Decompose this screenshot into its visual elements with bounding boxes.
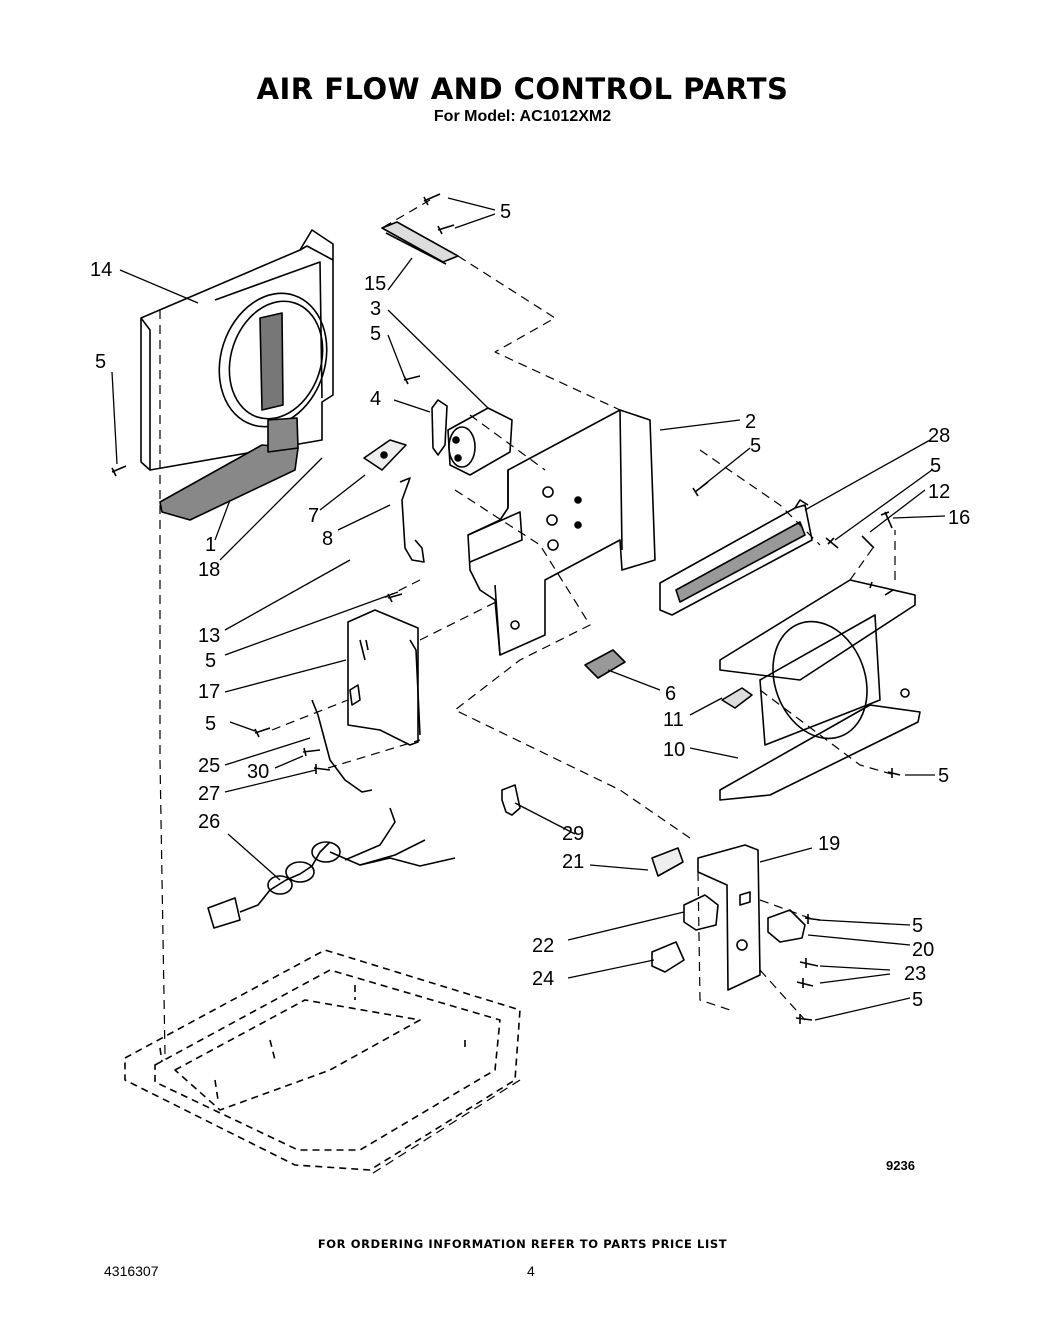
control-frame-part-2 — [467, 409, 656, 656]
callout-5: 5 — [930, 455, 941, 477]
callout-30: 30 — [247, 761, 269, 783]
callout-2: 2 — [745, 411, 756, 433]
strap-part-4 — [431, 399, 448, 456]
callout-5: 5 — [500, 201, 511, 223]
switch-part-24 — [651, 941, 685, 973]
bracket-part-17 — [347, 609, 421, 746]
bracket-part-15 — [381, 221, 459, 265]
callout-5: 5 — [205, 650, 216, 672]
callout-5: 5 — [938, 765, 949, 787]
callout-4: 4 — [370, 388, 381, 410]
callout-18: 18 — [198, 559, 220, 581]
callout-14: 14 — [90, 259, 112, 281]
callout-26: 26 — [198, 811, 220, 833]
callout-5: 5 — [370, 323, 381, 345]
callout-5: 5 — [750, 435, 761, 457]
ordering-note: FOR ORDERING INFORMATION REFER TO PARTS … — [317, 1237, 728, 1251]
callout-12: 12 — [928, 481, 950, 503]
callout-labels: 5 14 15 3 5 5 4 2 5 28 5 12 16 7 8 1 18 … — [90, 201, 970, 1011]
callout-10: 10 — [663, 739, 685, 761]
callout-8: 8 — [322, 528, 333, 550]
clip-part-29 — [501, 784, 521, 816]
callout-22: 22 — [532, 935, 554, 957]
callout-21: 21 — [562, 851, 584, 873]
callout-11: 11 — [663, 709, 684, 731]
callout-28: 28 — [928, 425, 950, 447]
wire-part-25 — [311, 699, 373, 793]
callout-20: 20 — [912, 939, 934, 961]
callout-16: 16 — [948, 507, 970, 529]
callout-13: 13 — [198, 625, 220, 647]
page-title: AIR FLOW AND CONTROL PARTS — [256, 72, 789, 106]
callout-7: 7 — [308, 505, 319, 527]
callout-15: 15 — [364, 273, 386, 295]
callout-17: 17 — [198, 681, 220, 703]
capacitor-part-3 — [447, 407, 513, 476]
thermostat-part-20 — [767, 909, 806, 943]
callout-3: 3 — [370, 298, 381, 320]
callout-27: 27 — [198, 783, 220, 805]
leader-arrows — [111, 197, 946, 1021]
callout-5: 5 — [95, 351, 106, 373]
base-pan-dashed — [124, 949, 521, 1171]
shroud-part-14 — [140, 229, 334, 471]
callout-24: 24 — [532, 968, 554, 990]
callout-5: 5 — [912, 915, 923, 937]
drawing-number: 9236 — [886, 1158, 915, 1173]
switch-part-22 — [683, 894, 719, 931]
callout-29: 29 — [562, 823, 584, 845]
fasteners — [111, 193, 901, 1024]
clip-part-11 — [721, 687, 753, 709]
terminal-part-21 — [651, 847, 684, 877]
screen-part-6 — [584, 649, 626, 679]
callout-6: 6 — [665, 683, 676, 705]
callout-5: 5 — [205, 713, 216, 735]
filter-part-1 — [159, 417, 299, 521]
fan-housing-part-10 — [719, 579, 921, 801]
control-panel-part-19 — [697, 844, 761, 991]
grille-part-28 — [659, 499, 813, 616]
callout-5: 5 — [912, 989, 923, 1011]
wire-part-8 — [399, 477, 425, 563]
model-subtitle: For Model: AC1012XM2 — [433, 108, 612, 125]
callout-25: 25 — [198, 755, 220, 777]
callout-1: 1 — [205, 534, 216, 556]
power-cord-part-26 — [207, 807, 456, 929]
page-number: 4 — [527, 1263, 535, 1279]
callout-23: 23 — [904, 963, 926, 985]
callout-19: 19 — [818, 833, 840, 855]
assembly-lines — [159, 199, 896, 1176]
document-number: 4316307 — [104, 1263, 159, 1279]
